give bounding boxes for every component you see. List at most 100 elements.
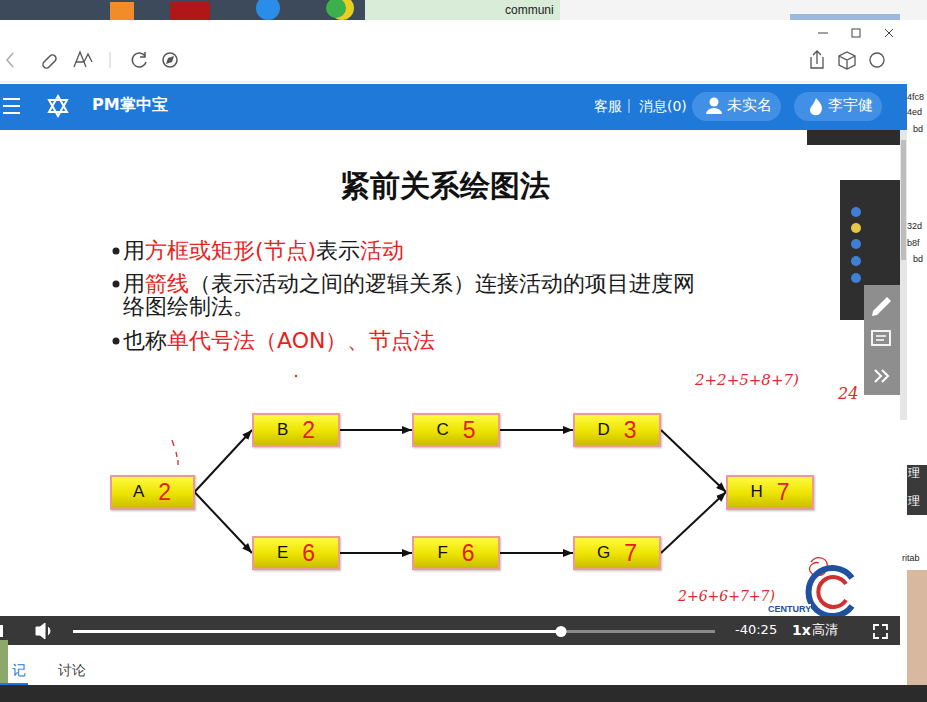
dependency-arrow	[661, 430, 726, 492]
desktop-icon	[256, 0, 280, 20]
video-controls	[0, 616, 900, 645]
profile-icon	[870, 53, 884, 67]
activity-duration: 2	[302, 417, 315, 444]
pill-label: 未实名	[727, 97, 772, 114]
close-icon	[885, 29, 893, 37]
activity-name: F	[437, 543, 447, 563]
desktop-icon	[326, 0, 346, 18]
text-fragment: ritab	[902, 553, 920, 563]
activity-name: C	[436, 420, 448, 440]
activity-node: D3	[573, 413, 661, 447]
other-window-photo	[907, 570, 927, 685]
dependency-arrow	[500, 552, 573, 554]
handwritten-note: 2+6+6+7+7)	[678, 588, 775, 604]
desktop-strip	[0, 0, 365, 20]
text-fragment: 理	[908, 495, 920, 509]
chat-avatar	[851, 223, 861, 233]
handwritten-note: 2+2+5+8+7)	[695, 372, 799, 389]
window-title: communi	[505, 4, 554, 18]
text-fragment: bd	[913, 124, 923, 134]
bullet-text: 也称	[123, 328, 167, 353]
account-pill	[692, 92, 781, 121]
compass-icon	[163, 53, 177, 67]
logo-c	[809, 568, 852, 616]
activity-duration: 6	[462, 540, 475, 567]
scrollbar	[900, 130, 907, 420]
side-widget	[0, 640, 8, 688]
dependency-arrow	[500, 429, 573, 431]
menu-icon	[3, 99, 20, 113]
link-icon	[43, 55, 56, 68]
desktop-window	[790, 14, 900, 20]
back-icon	[7, 53, 13, 67]
tab-bar	[0, 645, 907, 685]
nav-link: 消息(0)	[639, 98, 687, 114]
time-remaining: -40:25	[735, 623, 777, 638]
handwritten-note: 24	[838, 385, 858, 403]
activity-name: A	[133, 482, 144, 502]
activity-name: B	[277, 420, 288, 440]
bullet-text: 活动	[360, 238, 404, 263]
activity-duration: 6	[302, 540, 315, 567]
user-icon	[710, 98, 719, 107]
video-thumbnail	[807, 130, 900, 145]
fullscreen-icon	[874, 625, 887, 638]
activity-name: H	[750, 482, 762, 502]
separator	[629, 99, 630, 113]
dependency-arrow	[340, 429, 412, 431]
desktop-icon	[170, 2, 210, 20]
text-fragment: 理	[908, 467, 920, 481]
text-fragment: b8f	[907, 238, 920, 248]
progress-played	[73, 630, 561, 633]
bullet-text: 单代号法（AON）、节点法	[167, 328, 435, 353]
activity-node: B2	[252, 413, 340, 447]
speed-control: 1x	[792, 622, 811, 638]
share-icon	[811, 51, 823, 68]
tab-label: 讨论	[58, 662, 86, 678]
text-fragment: bd	[913, 254, 923, 264]
activity-name: D	[597, 420, 609, 440]
bullet-line: 用箭线（表示活动之间的逻辑关系）连接活动的项目进度网络图绘制法。	[123, 272, 713, 318]
logo-text: CENTURY	[768, 604, 811, 614]
bullet-text: 用	[123, 271, 145, 296]
bullet-text: 表示	[316, 238, 360, 263]
activity-name: E	[277, 543, 288, 563]
activity-node: E6	[252, 536, 340, 570]
app-header	[0, 84, 907, 130]
refresh-icon	[132, 52, 146, 67]
bullet-dot	[113, 281, 120, 288]
browser-toolbar	[0, 20, 907, 83]
separator	[110, 52, 111, 68]
tab-underline	[0, 683, 28, 685]
volume-icon	[36, 623, 50, 639]
bullet-dot	[113, 338, 120, 345]
pencil-icon	[872, 297, 891, 316]
activity-node: F6	[412, 536, 500, 570]
desktop-icon	[110, 2, 134, 20]
taskbar	[0, 685, 927, 702]
chat-avatar	[851, 207, 861, 217]
flame-icon	[810, 98, 822, 115]
activity-duration: 7	[624, 540, 637, 567]
minimize-icon	[818, 33, 828, 34]
slide	[0, 130, 900, 616]
activity-name: G	[597, 543, 610, 563]
compass-icon	[166, 56, 174, 64]
pen-dot	[295, 375, 297, 377]
pause-icon	[0, 625, 3, 637]
dependency-arrow	[195, 430, 253, 492]
tool-buttons	[864, 285, 900, 395]
slide-title: 紧前关系绘图法	[245, 168, 645, 204]
user-icon	[706, 108, 722, 114]
pen-mark	[172, 440, 178, 465]
text-fragment: 4ed	[907, 107, 922, 117]
collapse-icon	[875, 370, 888, 382]
pill-label: 李宇健	[828, 97, 873, 114]
toolbar-border	[0, 82, 907, 83]
activity-node: C5	[412, 413, 500, 447]
other-window	[907, 465, 927, 515]
activity-node: A2	[110, 475, 195, 510]
desktop-window	[560, 0, 927, 20]
chat-avatar	[851, 273, 861, 283]
